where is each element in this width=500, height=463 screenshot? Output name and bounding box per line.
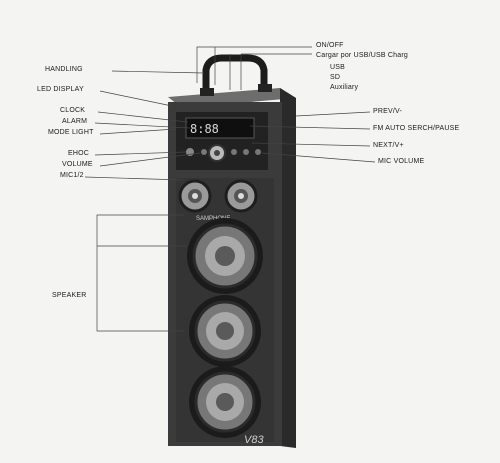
- handle: [202, 54, 268, 96]
- button-next: [243, 149, 249, 155]
- leader-fm: [249, 125, 371, 130]
- label-ehoc: EHOC: [68, 150, 90, 157]
- leader-onoff: [196, 46, 312, 83]
- label-mode-light: MODE LIGHT: [48, 129, 94, 136]
- woofer-bottom: [189, 366, 261, 438]
- leader-volume: [99, 152, 201, 167]
- label-usb-charge: Cargar por USB/USB Charg: [316, 52, 408, 59]
- woofer-middle: [189, 295, 261, 367]
- leader-prev: [295, 111, 371, 117]
- leader-clock: [97, 111, 189, 123]
- label-prev: PREV/V-: [373, 108, 403, 115]
- leader-next: [251, 142, 371, 147]
- leader-mic-volume: [261, 152, 376, 163]
- woofer-top: [187, 218, 263, 294]
- label-clock: CLOCK: [60, 107, 86, 114]
- brand-logo: SAMPHONE: [196, 216, 230, 222]
- label-sd: SD: [330, 74, 341, 81]
- button-volume: [201, 149, 207, 155]
- label-speaker: SPEAKER: [52, 292, 87, 299]
- leader-lines-left: [84, 70, 205, 332]
- label-auxiliary: Auxiliary: [330, 84, 359, 91]
- button-mic: [255, 149, 261, 155]
- leader-mic: [84, 176, 184, 181]
- label-usb: USB: [330, 64, 345, 71]
- leader-lines-right: [196, 46, 376, 163]
- label-led-display: LED DISPLAY: [37, 86, 84, 93]
- label-alarm: ALARM: [62, 118, 88, 125]
- tweeter-left: [178, 179, 212, 213]
- handle-mount-right: [258, 84, 272, 92]
- label-mic-volume: MIC VOLUME: [378, 158, 425, 165]
- label-on-off: ON/OFF: [316, 42, 344, 49]
- tweeter-right: [224, 179, 258, 213]
- led-digits: 8:88: [190, 122, 219, 136]
- label-handling: HANDLING: [45, 66, 83, 73]
- model-label: V83: [244, 434, 264, 446]
- leader-alarm: [94, 122, 191, 129]
- label-next: NEXT/V+: [373, 142, 404, 149]
- button-prev: [231, 149, 237, 155]
- label-mic: MIC1/2: [60, 172, 84, 179]
- label-volume: VOLUME: [62, 161, 93, 168]
- cabinet-side: [280, 88, 296, 448]
- leader-led-display: [99, 90, 173, 107]
- leader-mode-light: [99, 128, 177, 135]
- leader-handling: [111, 70, 205, 74]
- leader-ehoc: [94, 151, 187, 156]
- handle-mount-left: [200, 88, 214, 96]
- label-fm-auto: FM AUTO SERCH/PAUSE: [373, 125, 460, 132]
- leader-speaker: [96, 214, 184, 296]
